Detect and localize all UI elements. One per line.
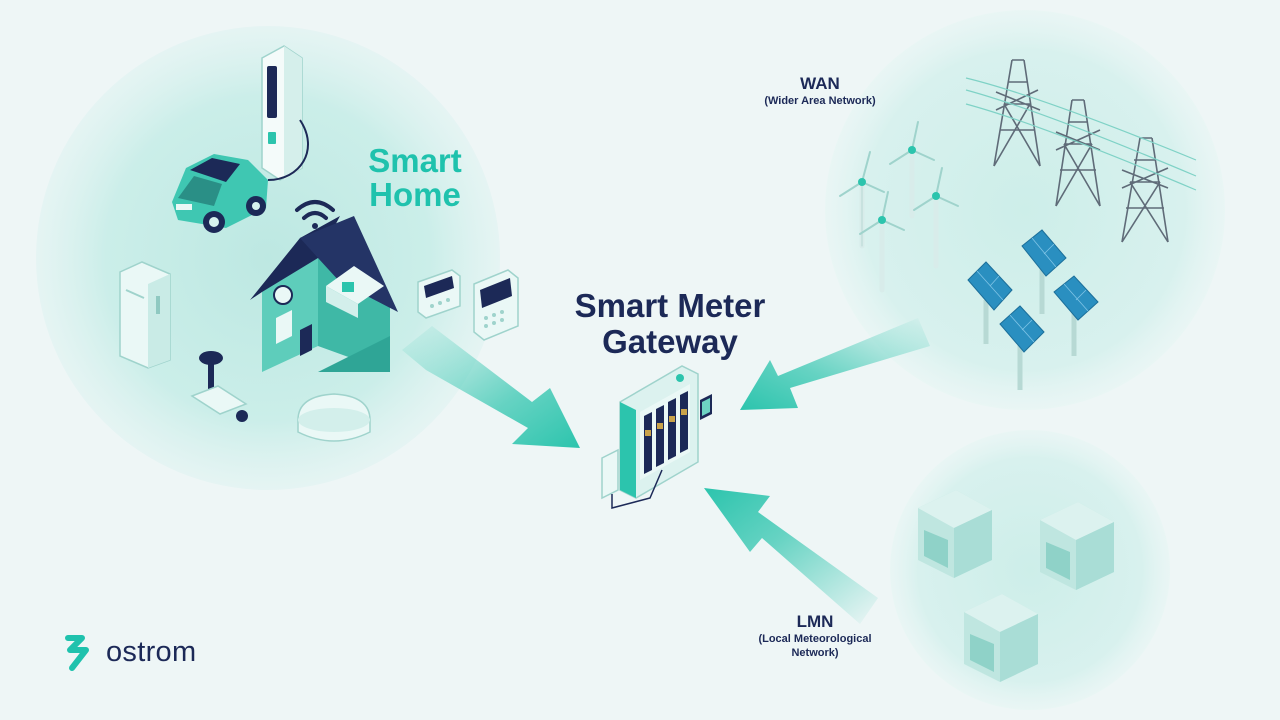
solar-panel (999, 305, 1045, 390)
smart-home-text: Smart Home (368, 142, 462, 213)
smart-thermostat (417, 269, 461, 319)
wind-turbines (839, 121, 959, 293)
lmn-buildings (918, 490, 1114, 682)
brand-name: ostrom (106, 635, 197, 668)
smart-meter-gateway-device (601, 365, 712, 509)
lmn-subtitle-line1: (Local Meteorological (758, 633, 872, 645)
solar-panel (967, 261, 1013, 344)
wind-turbine (839, 151, 885, 249)
power-pylon (993, 59, 1041, 167)
solar-panel (1053, 275, 1099, 356)
lmn-title: LMN (796, 612, 834, 631)
ostrom-logo-icon (65, 635, 89, 671)
meteorological-station (918, 490, 992, 578)
wan-title: WAN (800, 74, 840, 93)
logo-mark-space (62, 634, 98, 670)
security-camera (190, 351, 248, 422)
wind-turbine (913, 167, 959, 269)
power-pylon (1055, 99, 1101, 207)
lmn-subtitle-line2: Network) (791, 647, 839, 659)
wifi-icon (295, 200, 335, 229)
solar-panel (1021, 229, 1067, 314)
brand-logo: ostrom (62, 632, 196, 672)
solar-panels (967, 229, 1099, 390)
wan-subtitle: (Wider Area Network) (764, 95, 876, 107)
meteorological-station (1040, 502, 1114, 590)
wind-turbine (889, 121, 935, 219)
wan-label: WAN (Wider Area Network) (740, 74, 900, 108)
power-pylon (1121, 137, 1169, 243)
smart-home-zone (36, 26, 500, 490)
ev-charging-station (261, 45, 310, 181)
meteorological-station (964, 594, 1038, 682)
power-pylons (993, 59, 1169, 243)
lmn-label: LMN (Local Meteorological Network) (730, 612, 900, 660)
arrow-smart-home-to-gateway (402, 326, 580, 448)
lmn-zone (890, 430, 1170, 710)
wind-turbine (859, 191, 905, 293)
smart-home-label: Smart Home (340, 144, 490, 212)
smart-house (250, 216, 398, 372)
arrow-wan-to-gateway (740, 318, 930, 410)
power-lines (965, 77, 1197, 191)
arrow-lmn-to-gateway (704, 488, 878, 624)
smart-control-panel (473, 269, 519, 341)
gateway-label: Smart Meter Gateway (540, 288, 800, 360)
wan-zone (825, 10, 1225, 410)
electric-car (172, 154, 268, 233)
gateway-text: Smart Meter Gateway (574, 287, 766, 360)
smart-speaker-dome (297, 393, 371, 442)
home-appliance-cabinet (119, 261, 171, 369)
